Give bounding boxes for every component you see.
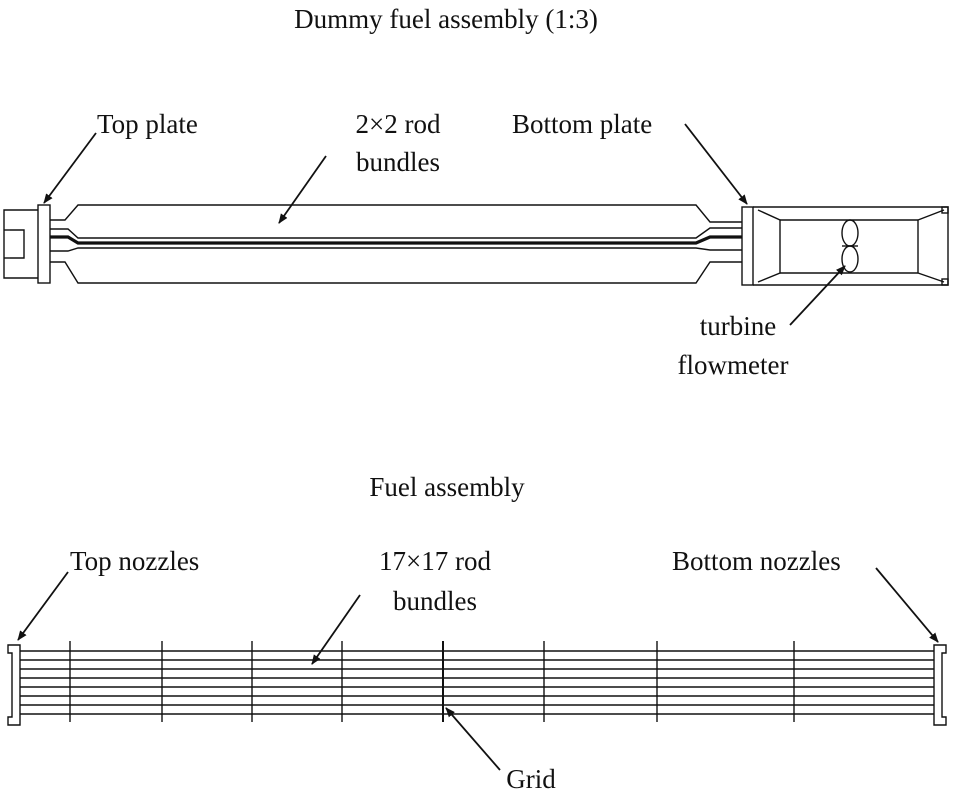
grid-spacers — [69, 641, 795, 722]
grid-arrow — [445, 707, 501, 771]
top-nozzle — [7, 644, 21, 726]
dummy-title: Dummy fuel assembly (1:3) — [294, 4, 598, 34]
turbine-flowmeter-arrow — [789, 265, 846, 326]
rod-bundle-17x17 — [20, 650, 934, 715]
bottom-nozzles-arrow — [875, 567, 939, 643]
top-plate-arrow — [43, 132, 97, 204]
top-nozzles-arrow — [17, 571, 69, 641]
fuel-assembly — [7, 641, 947, 726]
rod-bundles-17x17-label-line2: bundles — [393, 586, 477, 616]
dummy-assembly — [3, 204, 949, 286]
grid-label: Grid — [506, 764, 556, 794]
fuel-title: Fuel assembly — [369, 472, 525, 502]
turbine-flowmeter-label-line2: flowmeter — [678, 350, 789, 380]
top-plate — [3, 204, 51, 284]
rod-bundles-2x2-arrow — [278, 155, 327, 224]
bottom-plate-label: Bottom plate — [512, 109, 652, 139]
rod-bundles-2x2-label-line2: bundles — [356, 147, 440, 177]
bottom-nozzles-label: Bottom nozzles — [672, 546, 841, 576]
rod-bundle-2x2 — [50, 204, 742, 284]
bottom-nozzle — [933, 644, 947, 726]
rod-bundles-2x2-label-line1: 2×2 rod — [356, 109, 441, 139]
rod-bundles-17x17-label-line1: 17×17 rod — [379, 546, 491, 576]
top-plate-label: Top plate — [97, 109, 198, 139]
bottom-plate — [741, 206, 949, 286]
bottom-plate-arrow — [684, 123, 748, 205]
turbine-flowmeter-label-line1: turbine — [700, 311, 776, 341]
top-nozzles-label: Top nozzles — [70, 546, 199, 576]
rod-bundles-17x17-arrow — [311, 594, 361, 665]
turbine-flowmeter — [841, 219, 859, 273]
